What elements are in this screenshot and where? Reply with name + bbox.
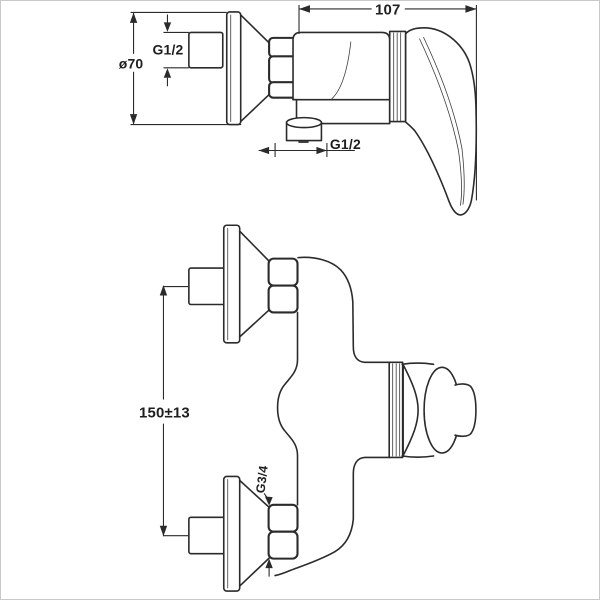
dim-g12-arrow-down <box>163 22 172 32</box>
dim-outlet-arrow-right <box>316 146 327 155</box>
dim-dia70-arrow-up <box>129 12 138 23</box>
dim-107-label: 107 <box>375 1 401 18</box>
dimension-center-distance: 150±13 <box>136 285 193 537</box>
side-collar-band <box>388 30 407 123</box>
dim-107-extension-lines <box>298 4 477 201</box>
dim-g34-label: G3/4 <box>253 465 270 494</box>
dim-g34-arrow-down <box>264 496 273 506</box>
front-cap-top-bottom-edges <box>401 362 435 458</box>
side-pipe-extension-lines <box>163 31 189 69</box>
dim-150-extension-lines <box>163 285 189 537</box>
front-view: 150±13 G3/4 <box>136 224 477 592</box>
dimension-wall-pipe-thread: G1/2 <box>152 14 183 87</box>
side-escutcheon-plate <box>225 11 242 126</box>
front-collar-lines <box>392 363 401 457</box>
front-bottom-wall-pipe <box>188 516 227 555</box>
side-collar-lines <box>393 32 402 121</box>
dim-g12-top-label: G1/2 <box>152 41 183 57</box>
front-handle-collar <box>388 361 404 459</box>
dim-107-arrow-left <box>299 5 310 13</box>
front-bottom-escutcheon-cone <box>238 479 270 587</box>
dimension-escutcheon-diameter: ø70 <box>113 11 242 126</box>
side-lever-edge-lines <box>419 36 465 206</box>
dimension-outlet-thread: G1/2 <box>258 136 361 157</box>
front-mixer-body <box>274 256 391 577</box>
front-bottom-escutcheon-plate <box>222 475 241 592</box>
side-wall-pipe <box>188 31 224 69</box>
dim-g12-arrow-up <box>163 68 172 78</box>
side-shower-outlet <box>285 116 323 143</box>
dimension-projection-107: 107 <box>298 1 477 201</box>
front-top-wall-pipe <box>188 267 227 306</box>
dim-outlet-label: G1/2 <box>330 136 361 152</box>
dim-150-label: 150±13 <box>139 405 190 422</box>
front-top-nut-flat <box>267 257 299 287</box>
side-body-cover-seam <box>331 41 352 100</box>
dim-g34-arrow-up <box>265 558 273 569</box>
front-bottom-nut-flat <box>267 530 299 560</box>
dim-dia70-extension-lines <box>130 11 242 126</box>
dimension-union-thread: G3/4 <box>253 465 273 577</box>
front-top-escutcheon-cone <box>238 230 270 338</box>
side-outlet-collar <box>285 116 323 129</box>
side-view: 107 G1/2 ø70 G1/2 <box>113 1 478 216</box>
front-bottom-union-nut <box>267 503 299 560</box>
side-handle-collar <box>388 30 407 123</box>
dim-150-arrow-down <box>159 525 168 537</box>
front-handle-cap <box>401 362 477 458</box>
dim-150-arrow-up <box>159 285 168 296</box>
front-cap-lens-arc <box>402 363 419 457</box>
front-bottom-nut-flat <box>267 503 299 533</box>
front-top-escutcheon-plate <box>222 224 241 344</box>
side-mixer-body <box>292 31 391 125</box>
dim-dia70-arrow-down <box>129 114 138 125</box>
front-top-union-nut <box>267 257 299 314</box>
dim-outlet-arrow-left <box>258 146 270 155</box>
front-top-nut-flat <box>267 284 299 314</box>
label-mask <box>113 53 149 72</box>
label-mask <box>136 399 193 423</box>
side-escutcheon-cone <box>239 14 272 123</box>
front-lever-knob <box>454 383 477 438</box>
label-mask <box>371 1 405 17</box>
dim-dia70-label: ø70 <box>119 55 144 71</box>
dim-107-arrow-right <box>465 5 477 13</box>
side-handle-lever <box>404 27 478 216</box>
